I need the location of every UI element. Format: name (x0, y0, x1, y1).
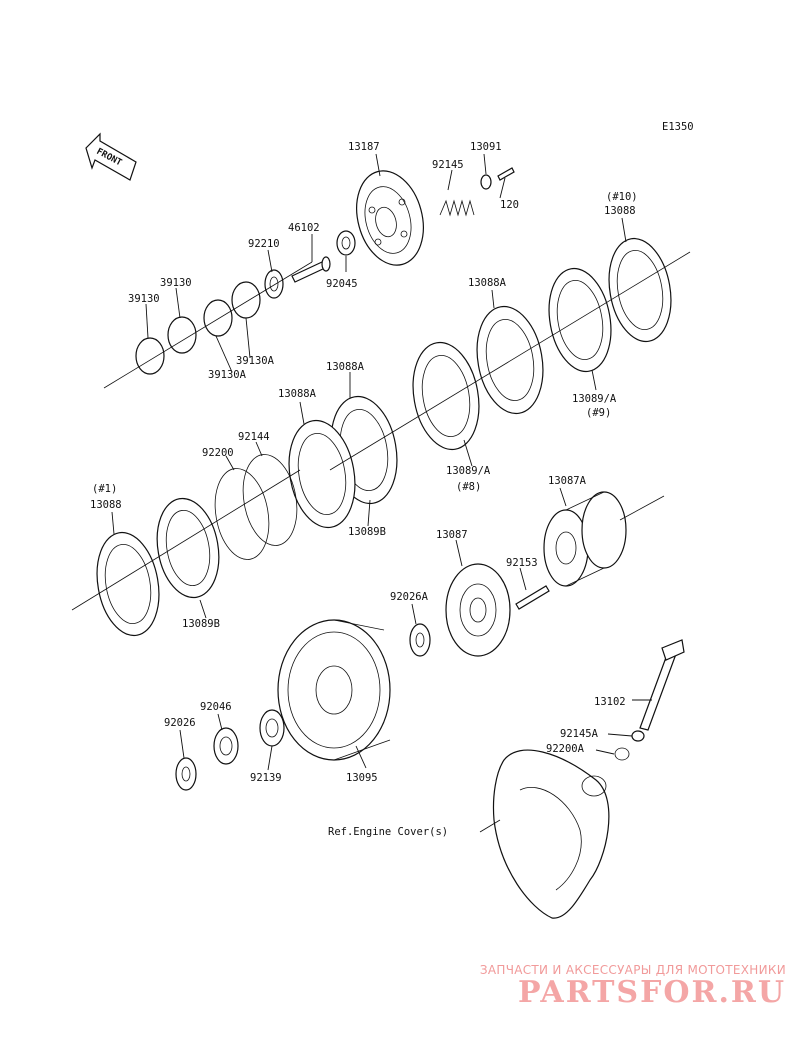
watermark-brand: PARTSFOR.RU (518, 975, 786, 1010)
label-39130A-b: 39130A (208, 369, 247, 381)
label-39130-a: 39130 (160, 277, 192, 289)
label-13089A-9-note: (#9) (586, 407, 611, 419)
label-13089B-2: 13089B (182, 618, 220, 630)
label-92026: 92026 (164, 717, 196, 729)
label-120: 120 (500, 199, 519, 211)
watermark: ЗАПЧАСТИ И АКСЕССУАРЫ ДЛЯ МОТОТЕХНИКИ PA… (466, 963, 786, 1009)
clutch-hub-13087A (543, 491, 665, 587)
bolt-13091 (480, 174, 492, 190)
watermark-caption: ЗАПЧАСТИ И АКСЕССУАРЫ ДЛЯ МОТОТЕХНИКИ (479, 963, 786, 977)
label-92210: 92210 (248, 238, 280, 250)
friction-plate-13088-bottom (96, 531, 160, 637)
label-13088-bottom: 13088 (90, 499, 122, 511)
pushrod-46102 (291, 256, 331, 283)
label-13087A: 13087A (548, 475, 587, 487)
needle-bearing-92046 (213, 727, 239, 765)
engine-cover (492, 749, 610, 919)
cam-plates-39130 (103, 261, 313, 389)
label-46102: 46102 (288, 222, 320, 234)
label-92026A: 92026A (390, 591, 429, 603)
label-13187: 13187 (348, 141, 380, 153)
label-92145: 92145 (432, 159, 464, 171)
label-13095: 13095 (346, 772, 378, 784)
label-13089B-1: 13089B (348, 526, 386, 538)
label-13088-bottom-note: (#1) (92, 483, 117, 495)
label-13088A-1: 13088A (468, 277, 507, 289)
label-92153: 92153 (506, 557, 538, 569)
label-13088A-2: 13088A (326, 361, 365, 373)
washer-92026 (175, 757, 197, 791)
label-13088A-3: 13088A (278, 388, 317, 400)
label-ref-engine-cover: Ref.Engine Cover(s) (328, 826, 448, 838)
stack-axis-upper (329, 251, 691, 471)
label-92144: 92144 (238, 431, 270, 443)
steel-plate-13089A-9 (548, 267, 612, 373)
steel-plate-13089B (156, 497, 220, 599)
pressure-plate-13187 (356, 170, 424, 266)
label-92046: 92046 (200, 701, 232, 713)
clutch-housing-13095 (277, 619, 391, 761)
leader-lines (111, 153, 652, 833)
shaft-92153 (515, 585, 550, 610)
label-92139: 92139 (250, 772, 282, 784)
label-92145A: 92145A (560, 728, 599, 740)
bearing-92210 (264, 269, 284, 299)
label-13089A-8: 13089/A (446, 465, 491, 477)
label-92200: 92200 (202, 447, 234, 459)
label-13087: 13087 (436, 529, 468, 541)
friction-plate-13088A-upper (476, 305, 544, 415)
label-13089A-9: 13089/A (572, 393, 617, 405)
label-13102: 13102 (594, 696, 626, 708)
front-arrow-icon: FRONT (85, 132, 137, 181)
bolt-120 (497, 167, 515, 181)
collar-92139 (259, 709, 285, 747)
label-39130-b: 39130 (128, 293, 160, 305)
bearing-92045 (336, 230, 356, 256)
label-92200A: 92200A (546, 743, 585, 755)
release-shaft-13102 (639, 639, 685, 731)
diagram-code: E1350 (662, 121, 694, 133)
friction-plate-13088A-lower (288, 419, 356, 529)
friction-plate-13088-top (608, 237, 672, 343)
hub-13087 (445, 563, 511, 657)
ring-92200 (214, 468, 270, 560)
label-13088-top-note: (#10) (606, 191, 638, 203)
label-13091: 13091 (470, 141, 502, 153)
steel-plate-13089A-8 (412, 341, 480, 451)
label-92045: 92045 (326, 278, 358, 290)
seal-92145A (631, 730, 645, 742)
spring-92145 (439, 199, 475, 217)
washer-92026A (409, 623, 431, 657)
label-39130A-a: 39130A (236, 355, 275, 367)
oring-92200A (614, 747, 630, 761)
label-13089A-8-note: (#8) (456, 481, 481, 493)
stack-axis-lower (71, 469, 301, 611)
label-13088-top: 13088 (604, 205, 636, 217)
